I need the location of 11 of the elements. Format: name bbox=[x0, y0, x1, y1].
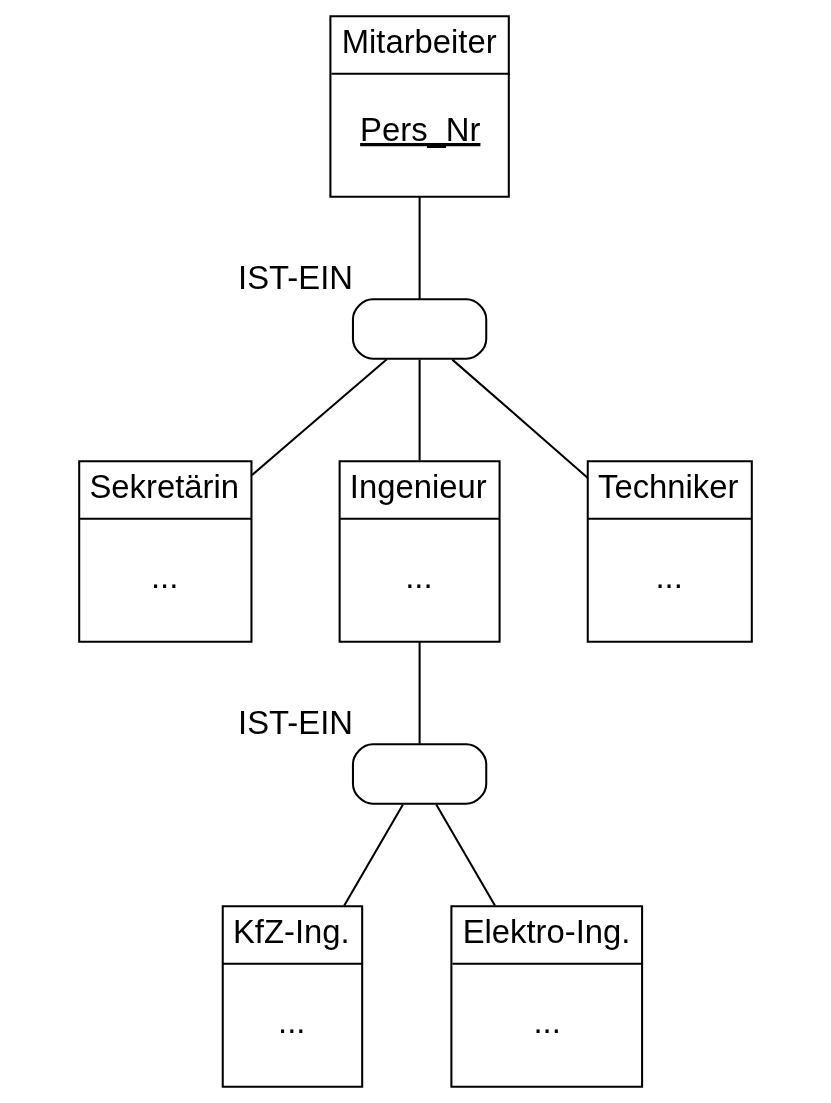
connector bbox=[451, 358, 589, 479]
node-label: IST-EIN bbox=[238, 258, 353, 296]
node-semicircle bbox=[351, 298, 488, 360]
connector bbox=[435, 804, 496, 906]
connector bbox=[418, 359, 421, 461]
connector bbox=[418, 196, 421, 299]
node-semicircle bbox=[351, 743, 488, 805]
connector bbox=[343, 804, 404, 906]
connector bbox=[418, 641, 421, 744]
node-label: IST-EIN bbox=[238, 703, 353, 741]
connector bbox=[251, 358, 388, 476]
